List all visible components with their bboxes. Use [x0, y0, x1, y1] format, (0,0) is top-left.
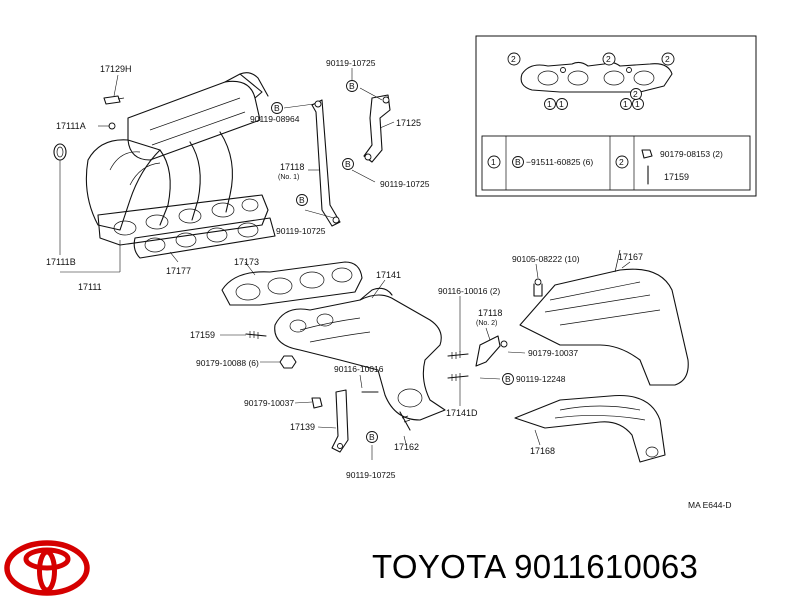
part-number: 9011610063: [514, 548, 699, 585]
footer-brand-line: TOYOTA 9011610063: [372, 548, 698, 586]
legend-callout-1: 1: [544, 98, 556, 110]
bolt-b-markers: B B B B B B: [271, 80, 514, 443]
legend-gasket-drawing: [520, 61, 673, 93]
label-90119-10725-bottom: 90119-10725: [346, 470, 396, 480]
legend-nut-icon: [641, 149, 653, 159]
label-17111A: 17111A: [56, 121, 86, 131]
label-90179-10037-left: 90179-10037: [244, 398, 294, 408]
legend-callout-1: 1: [556, 98, 568, 110]
label-90119-10725-left: 90119-10725: [276, 226, 326, 236]
svg-text:B: B: [369, 432, 375, 442]
legend-row1-index: 1: [487, 155, 501, 169]
toyota-logo: [4, 540, 90, 596]
label-17118-no2: 17118: [478, 308, 502, 318]
svg-text:B: B: [505, 374, 511, 384]
gasket-legend-box: 2 2 2 1 1 1 1 2 1 B −91511-60825 (6) 2 9…: [475, 35, 757, 197]
label-17173: 17173: [234, 257, 259, 267]
svg-text:2: 2: [619, 157, 624, 167]
b-marker: B: [271, 102, 283, 114]
svg-text:B: B: [299, 195, 305, 205]
label-90119-10725-mid: 90119-10725: [380, 179, 430, 189]
svg-text:B: B: [349, 81, 355, 91]
legend-callout-2: 2: [602, 52, 616, 66]
label-17159: 17159: [190, 330, 215, 340]
svg-text:1: 1: [547, 99, 552, 109]
legend-callout-2: 2: [661, 52, 675, 66]
label-17168: 17168: [530, 446, 555, 456]
bracket-17139-drawing: [311, 389, 411, 453]
svg-text:1: 1: [491, 157, 496, 167]
legend-row2-sub: 17159: [664, 172, 689, 182]
label-17139: 17139: [290, 422, 315, 432]
heat-insulator-17167-drawing: [519, 249, 689, 386]
label-17129H: 17129H: [100, 64, 132, 74]
label-90116-10016-b: 90116-10016 (2): [438, 286, 500, 296]
label-17141D: 17141D: [446, 408, 478, 418]
part-labels: 17129H 17111A 17111B 17111 17177 90119-1…: [46, 58, 731, 510]
label-17167: 17167: [618, 252, 643, 262]
svg-text:B: B: [515, 157, 521, 167]
legend-row2-index: 2: [615, 155, 629, 169]
legend-callout-2: 2: [630, 88, 642, 100]
label-90119-12248: 90119-12248: [516, 374, 566, 384]
svg-text:B: B: [345, 159, 351, 169]
manifold-stays-drawing: [311, 94, 391, 227]
legend-callout-1: 1: [632, 98, 644, 110]
b-marker: B: [502, 373, 514, 385]
label-17118-no1-sub: (No. 1): [278, 174, 299, 181]
legend-callout-1: 1: [620, 98, 632, 110]
label-90119-08964: 90119-08964: [250, 114, 300, 124]
stay-17118-no2-drawing: [447, 335, 508, 381]
gasket-17173-drawing: [221, 261, 363, 306]
gasket-17177-drawing: [133, 217, 276, 259]
label-17125: 17125: [396, 118, 421, 128]
legend-row1-part: −91511-60825 (6): [526, 157, 593, 167]
svg-text:2: 2: [665, 54, 670, 64]
diagram-reference-code: MA E644-D: [688, 500, 731, 510]
label-17111: 17111: [78, 282, 102, 292]
legend-row2-part: 90179-08153 (2): [660, 149, 723, 159]
b-marker: B: [346, 80, 358, 92]
svg-text:1: 1: [623, 99, 628, 109]
svg-text:2: 2: [633, 89, 638, 99]
label-17177: 17177: [166, 266, 191, 276]
brand-name: TOYOTA: [372, 548, 505, 585]
label-90116-10016-a: 90116-10016: [334, 364, 384, 374]
b-marker: B: [296, 194, 308, 206]
svg-text:1: 1: [635, 99, 640, 109]
label-90179-10088: 90179-10088 (6): [196, 358, 259, 368]
svg-text:B: B: [274, 103, 280, 113]
b-marker: B: [342, 158, 354, 170]
legend-callout-2: 2: [507, 52, 521, 66]
svg-text:2: 2: [511, 54, 516, 64]
label-17118-no1: 17118: [280, 162, 304, 172]
svg-text:2: 2: [606, 54, 611, 64]
b-marker: B: [366, 431, 378, 443]
label-17118-no2-sub: (No. 2): [476, 320, 497, 327]
legend-row1-b: B: [512, 156, 524, 168]
label-90179-10037-right: 90179-10037: [528, 348, 578, 358]
label-17162: 17162: [394, 442, 419, 452]
label-17111B: 17111B: [46, 257, 76, 267]
leader-lines: [59, 68, 631, 460]
label-90119-10725-top: 90119-10725: [326, 58, 376, 68]
label-17141: 17141: [376, 270, 401, 280]
exhaust-manifold-17141-drawing: [245, 287, 446, 421]
heat-insulator-17168-drawing: [514, 394, 666, 463]
svg-text:1: 1: [559, 99, 564, 109]
label-90105-08222: 90105-08222 (10): [512, 254, 580, 264]
intake-manifold-drawing: [53, 72, 269, 246]
